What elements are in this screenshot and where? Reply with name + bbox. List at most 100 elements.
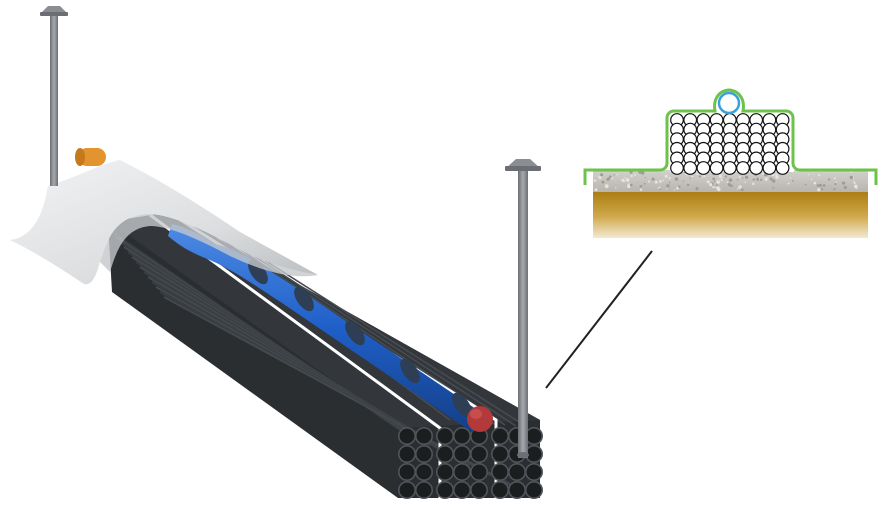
gravel-speck bbox=[691, 175, 694, 178]
pipe-end bbox=[397, 480, 416, 499]
gravel-speck bbox=[673, 189, 676, 191]
gravel-speck bbox=[738, 175, 741, 179]
gravel-speck bbox=[759, 178, 763, 181]
gravel-speck bbox=[712, 185, 715, 189]
pipe-collars bbox=[248, 259, 472, 418]
pipe-collar bbox=[294, 286, 314, 312]
gravel-speck bbox=[651, 177, 655, 181]
gravel-speck bbox=[853, 181, 856, 185]
gravel-speck bbox=[718, 174, 723, 179]
section-pipe bbox=[775, 161, 790, 175]
pipe-end bbox=[435, 426, 454, 445]
gravel-speck bbox=[644, 176, 646, 179]
pipe-end bbox=[490, 462, 509, 481]
pipe-highlight-line bbox=[163, 296, 531, 496]
gravel-speck bbox=[666, 188, 668, 190]
gravel-speck bbox=[639, 188, 643, 191]
section-pipe bbox=[683, 161, 698, 175]
gravel-speck bbox=[686, 183, 690, 187]
gravel-speck bbox=[849, 175, 854, 180]
stake-base bbox=[517, 452, 529, 458]
gravel-speck bbox=[676, 186, 679, 190]
gravel-speck bbox=[819, 183, 822, 187]
orange-pipe-end bbox=[75, 148, 85, 166]
gravel-speck bbox=[769, 177, 773, 181]
gravel-speck bbox=[674, 177, 679, 181]
pipe-bundle-icon bbox=[108, 210, 543, 499]
pipe-end bbox=[397, 462, 416, 481]
section-pipes bbox=[670, 113, 790, 175]
gravel-speck bbox=[772, 186, 775, 189]
stake-head bbox=[41, 6, 67, 13]
gravel-speck bbox=[639, 184, 643, 188]
gravel-speck bbox=[613, 174, 615, 176]
gravel-speck bbox=[728, 178, 733, 182]
gravel-speck bbox=[807, 173, 810, 176]
gravel-speck bbox=[756, 177, 760, 181]
gravel-speck bbox=[835, 181, 838, 183]
gravel-speck bbox=[804, 183, 807, 186]
gravel-speck bbox=[817, 188, 821, 192]
pipe-end bbox=[524, 426, 543, 445]
pipe-end bbox=[397, 426, 416, 445]
gravel-speck bbox=[709, 183, 713, 187]
pipe-end bbox=[435, 480, 454, 499]
gravel-speck bbox=[678, 185, 681, 188]
gravel-speck bbox=[726, 181, 729, 183]
pipe-end bbox=[414, 480, 433, 499]
red-cap-highlight bbox=[470, 409, 482, 419]
gravel-speck bbox=[791, 180, 794, 182]
gravel-speck bbox=[762, 172, 765, 175]
gravel-speck bbox=[715, 186, 718, 189]
gravel-speck bbox=[834, 183, 837, 186]
gravel-speck bbox=[654, 180, 658, 184]
stake-head-rim bbox=[40, 12, 68, 16]
green-geotextile-outline bbox=[583, 88, 878, 185]
gravel-speck bbox=[790, 177, 792, 179]
pipe-end bbox=[490, 480, 509, 499]
pipe-end bbox=[452, 426, 471, 445]
fabric-fold-shadow bbox=[100, 214, 318, 277]
pipe-end bbox=[414, 426, 433, 445]
pipe-end bbox=[469, 480, 488, 499]
blue-pipe-body bbox=[168, 224, 488, 432]
gravel-speck bbox=[683, 171, 685, 174]
gravel-speck bbox=[668, 181, 671, 184]
pipe-end bbox=[452, 462, 471, 481]
leader-line bbox=[545, 250, 653, 389]
gravel-speck bbox=[713, 181, 716, 183]
gravel-speck bbox=[597, 175, 600, 178]
section-pipe bbox=[749, 161, 764, 175]
gravel-speck bbox=[598, 176, 602, 180]
gravel-speck bbox=[752, 182, 755, 186]
section-pipe bbox=[736, 161, 750, 175]
gravel-speck bbox=[682, 180, 685, 182]
stake-icon bbox=[505, 159, 541, 458]
gravel-speck bbox=[787, 182, 790, 185]
gravel-speck bbox=[853, 180, 855, 182]
gravel-speck bbox=[611, 177, 614, 180]
orange-pipe bbox=[78, 148, 106, 166]
pipe-end bbox=[397, 444, 416, 463]
gravel-speck bbox=[741, 177, 744, 179]
pipe-end bbox=[524, 462, 543, 481]
section-pipe bbox=[762, 161, 777, 175]
gravel-speck bbox=[717, 187, 721, 192]
blue-pipe-icon bbox=[168, 224, 493, 432]
pipe-end bbox=[435, 462, 454, 481]
gravel-speck bbox=[706, 180, 710, 184]
gravel-speck bbox=[701, 176, 704, 178]
gravel-speck bbox=[771, 179, 776, 183]
pipe-end bbox=[414, 462, 433, 481]
pipe-end bbox=[452, 444, 471, 463]
gravel-speck bbox=[703, 174, 706, 178]
gravel-speck bbox=[736, 188, 739, 190]
gravel-speck bbox=[666, 184, 670, 188]
gravel-speck bbox=[744, 181, 746, 183]
pipe-collar bbox=[400, 358, 420, 384]
gravel-speck bbox=[816, 184, 820, 187]
gravel-speck bbox=[723, 178, 725, 181]
gravel-speck bbox=[698, 175, 701, 178]
gravel-speck bbox=[593, 179, 597, 182]
gravel-speck bbox=[696, 172, 699, 175]
